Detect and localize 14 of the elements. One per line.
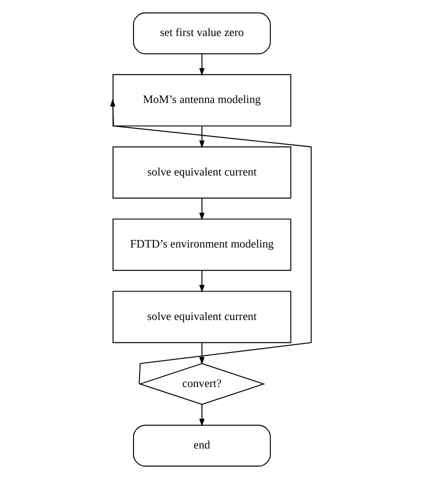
arrow (198, 270, 204, 293)
node-box: MoM’s antenna modeling (112, 74, 291, 126)
arrow (198, 198, 204, 220)
node-box: solve equivalent current (112, 146, 291, 199)
arrow (198, 53, 204, 76)
node-box: FDTD’s environment modeling (112, 218, 291, 271)
arrow (110, 98, 312, 384)
node-box: solve equivalent current (112, 290, 291, 344)
node-diamond: convert? (138, 363, 265, 405)
arrow (198, 404, 204, 426)
arrow (198, 342, 204, 365)
arrow (198, 126, 204, 148)
node-box: end (132, 424, 270, 467)
node-box: set first value zero (132, 12, 270, 54)
